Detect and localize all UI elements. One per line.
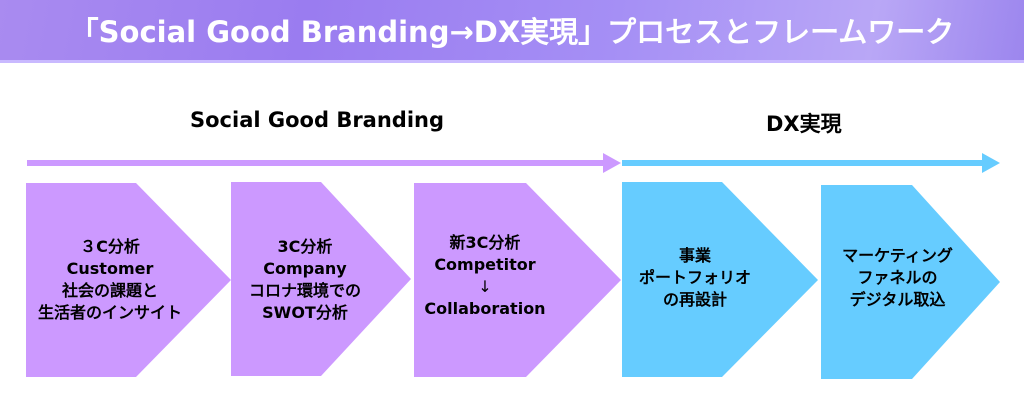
step-text-4: 事業 ポートフォリオ の再設計 — [620, 240, 770, 315]
step-line: Competitor — [434, 255, 536, 274]
step-text-2: 3C分析 Company コロナ環境での SWOT分析 — [230, 230, 380, 330]
step-chevron-3 — [414, 183, 621, 377]
step-line: Customer — [66, 259, 154, 278]
step-chevron-4 — [622, 182, 818, 377]
step-line: マーケティング — [842, 245, 953, 265]
step-text-1: ３C分析 Customer 社会の課題と 生活者のインサイト — [15, 230, 205, 330]
step-line: 3C分析 — [277, 237, 333, 256]
step-line: ポートフォリオ — [638, 267, 751, 287]
phase-label-social-good-branding: Social Good Branding — [190, 108, 445, 132]
step-line: ３C分析 — [80, 237, 140, 256]
phase-arrow-dx — [622, 153, 1000, 173]
step-chevron-5 — [821, 185, 1000, 379]
page-title: 「Social Good Branding→DX実現」プロセスとフレームワーク — [69, 15, 955, 49]
step-line: SWOT分析 — [262, 303, 348, 322]
phase-arrow-social-good-branding — [27, 153, 621, 173]
step-line: Collaboration — [424, 299, 546, 318]
step-line: 事業 — [678, 245, 711, 265]
step-text-3: 新3C分析 Competitor ↓ Collaboration — [410, 226, 560, 326]
step-chevron-2 — [231, 182, 411, 376]
title-banner: 「Social Good Branding→DX実現」プロセスとフレームワーク — [0, 0, 1024, 63]
step-chevron-1 — [26, 183, 231, 377]
step-line: デジタル取込 — [849, 289, 946, 309]
step-line: 新3C分析 — [449, 233, 521, 252]
step-line: 生活者のインサイト — [37, 303, 182, 322]
step-line: ファネルの — [857, 267, 938, 287]
step-line: の再設計 — [662, 289, 727, 309]
step-text-5: マーケティング ファネルの デジタル取込 — [820, 240, 975, 315]
down-arrow-icon: ↓ — [478, 277, 492, 296]
step-line: コロナ環境での — [248, 281, 361, 300]
phase-label-dx: DX実現 — [766, 112, 842, 136]
step-line: 社会の課題と — [61, 281, 158, 300]
step-line: Company — [263, 259, 347, 278]
